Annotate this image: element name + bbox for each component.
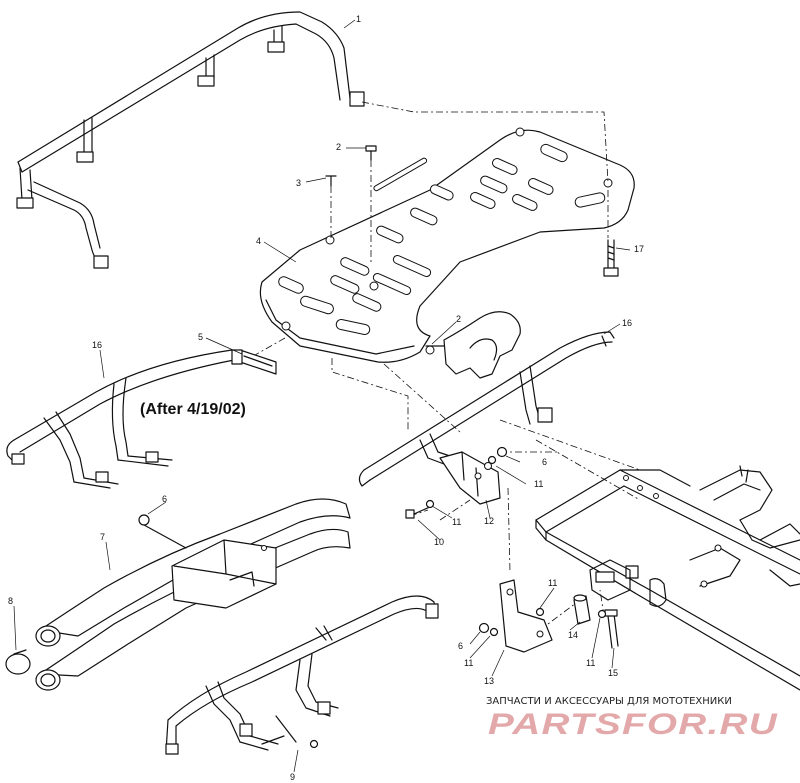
callout-16-right: 16 bbox=[622, 318, 632, 328]
callout-9: 9 bbox=[290, 772, 295, 782]
callout-11-upper-b: 11 bbox=[452, 517, 461, 527]
screw-part-3 bbox=[325, 175, 337, 187]
callout-7: 7 bbox=[100, 532, 105, 542]
bolt-part-10 bbox=[405, 499, 435, 519]
callout-5: 5 bbox=[198, 332, 203, 342]
rack-rail-part-1 bbox=[16, 11, 365, 269]
bracket-part-12 bbox=[439, 451, 501, 505]
rail-part-16-right bbox=[358, 331, 615, 487]
callout-17: 17 bbox=[634, 244, 644, 254]
leader-lines bbox=[13, 19, 631, 773]
bracket-part-13 bbox=[499, 579, 553, 653]
nut-part-6-bumper bbox=[138, 514, 187, 549]
callout-2: 2 bbox=[336, 142, 341, 152]
callout-11-mid: 11 bbox=[548, 578, 557, 588]
spacer-part-14 bbox=[573, 594, 591, 625]
watermark-tagline: ЗАПЧАСТИ И АКСЕССУАРЫ ДЛЯ МОТОТЕХНИКИ bbox=[486, 696, 732, 707]
rail-part-16-left bbox=[6, 349, 243, 489]
mount-plate bbox=[425, 311, 521, 379]
callout-3: 3 bbox=[296, 178, 301, 188]
callout-6-lower: 6 bbox=[458, 641, 463, 651]
callout-11-lower-b: 11 bbox=[586, 658, 595, 668]
callout-8: 8 bbox=[8, 596, 13, 606]
bolt-part-15 bbox=[604, 609, 619, 649]
end-cap-part-8 bbox=[5, 649, 31, 675]
nut-part-6-lower bbox=[478, 622, 490, 634]
callout-1: 1 bbox=[356, 14, 361, 24]
rack-platform-part-4 bbox=[259, 127, 635, 363]
watermark-logo-text: PARTSFOR.RU bbox=[488, 708, 778, 741]
washer-part-11-lower bbox=[489, 607, 607, 637]
callout-16-left: 16 bbox=[92, 340, 102, 350]
callout-4: 4 bbox=[256, 236, 261, 246]
callout-13: 13 bbox=[484, 676, 494, 686]
revision-note: (After 4/19/02) bbox=[140, 401, 246, 418]
callout-labels: 1 2 3 4 5 16 17 2 16 6 11 11 12 10 6 7 8… bbox=[8, 14, 644, 782]
washer-part-11-upper bbox=[487, 455, 497, 465]
bolt-part-17 bbox=[603, 239, 619, 277]
vehicle-frame bbox=[535, 465, 800, 691]
nut-part-6-upper bbox=[496, 446, 508, 458]
callout-14: 14 bbox=[568, 630, 578, 640]
callout-2-lower: 2 bbox=[456, 314, 461, 324]
callout-6-bumper: 6 bbox=[162, 494, 167, 504]
callout-10: 10 bbox=[434, 537, 444, 547]
callout-12: 12 bbox=[484, 516, 494, 526]
bumper-part-7 bbox=[35, 498, 351, 691]
platform-slots bbox=[278, 143, 606, 335]
callout-15: 15 bbox=[608, 668, 618, 678]
assembly-guide-lines bbox=[254, 101, 641, 631]
callout-6-upper: 6 bbox=[542, 457, 547, 467]
callout-11-upper-a: 11 bbox=[534, 479, 543, 489]
watermark: ЗАПЧАСТИ И АКСЕССУАРЫ ДЛЯ МОТОТЕХНИКИ PA… bbox=[486, 696, 778, 741]
bumper-frame-part-9 bbox=[165, 595, 439, 755]
callout-11-lower-a: 11 bbox=[464, 658, 473, 668]
bolt-part-2 bbox=[365, 145, 377, 161]
